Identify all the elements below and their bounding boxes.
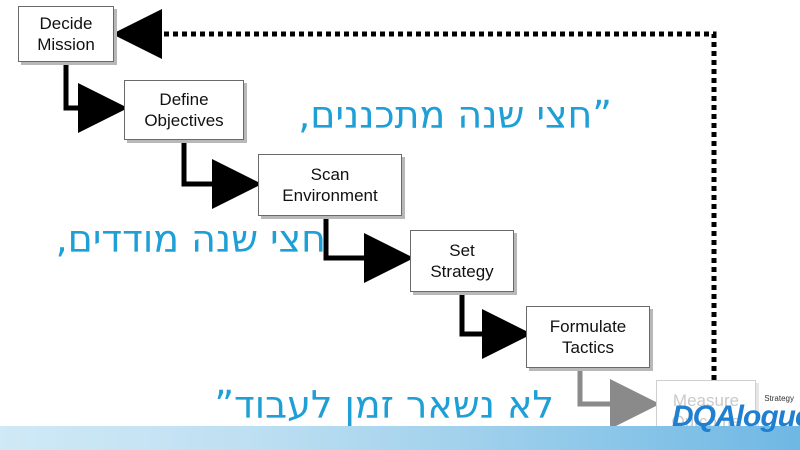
logo-subtitle: Strategy	[764, 394, 794, 403]
quote-line-2: חצי שנה מודדים,	[55, 217, 326, 261]
arrow-strategy-to-tactics	[459, 292, 532, 359]
quote-line-1: ”חצי שנה מתכננים,	[298, 93, 612, 137]
quote-line-3: לא נשאר זמן לעבוד”	[214, 383, 554, 427]
step-scan-environment: Scan Environment	[258, 154, 402, 216]
arrow-tactics-to-measure	[577, 368, 660, 429]
step-define-objectives: Define Objectives	[124, 80, 244, 140]
logo-wordmark: DQAlogue	[672, 400, 800, 433]
arrow-scan-to-strategy	[323, 216, 414, 283]
arrow-mission-to-objectives	[63, 62, 128, 133]
step-decide-mission: Decide Mission	[18, 6, 114, 62]
dqalogue-logo: Strategy DQAlogue	[672, 392, 800, 444]
bottom-gradient-band	[0, 426, 800, 450]
feedback-loop-dotted	[112, 9, 717, 380]
arrow-objectives-to-scan	[181, 140, 262, 209]
step-set-strategy: Set Strategy	[410, 230, 514, 292]
step-formulate-tactics: Formulate Tactics	[526, 306, 650, 368]
